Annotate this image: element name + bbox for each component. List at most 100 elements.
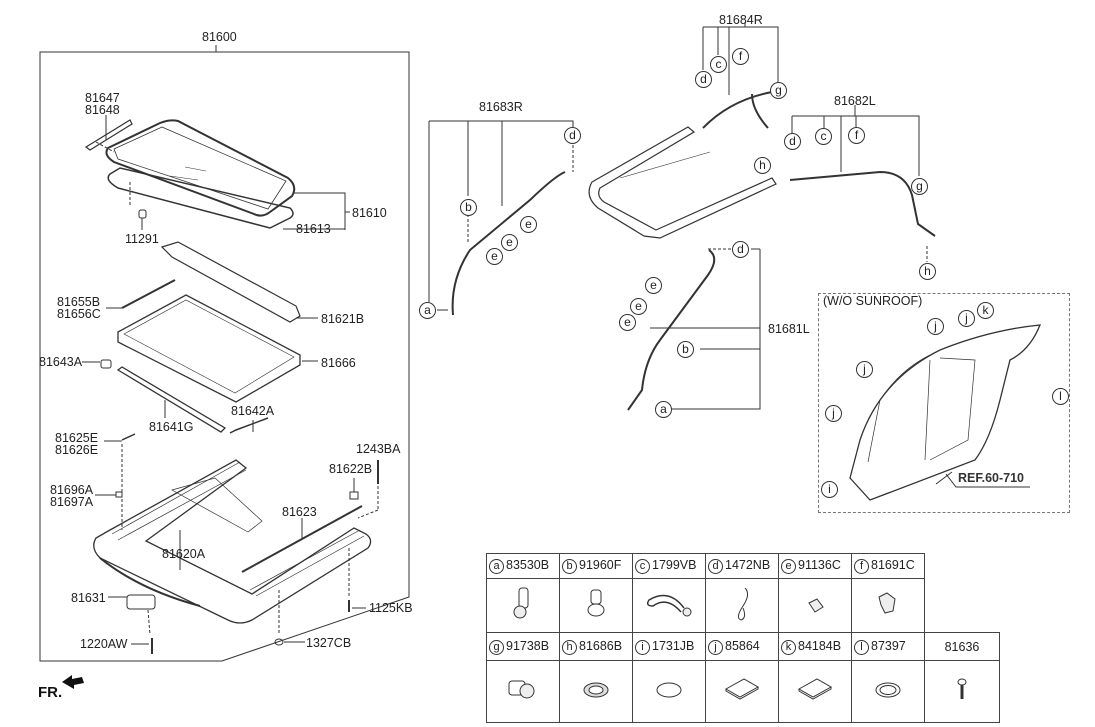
- part-number: 91960F: [579, 558, 622, 572]
- callout-d: d: [732, 241, 749, 258]
- callout-e: e: [645, 277, 662, 294]
- callout-key: d: [708, 559, 723, 574]
- label-81625E: 81625E: [55, 431, 99, 445]
- part-number: 91136C: [798, 558, 841, 572]
- front-label: FR.: [38, 684, 63, 701]
- callout-c: c: [815, 128, 832, 145]
- callout-key: i: [635, 639, 650, 655]
- sunshade-drawing: [117, 294, 301, 403]
- callout-g: g: [911, 178, 928, 195]
- callout-e: e: [619, 314, 636, 331]
- label-81622B: 81622B: [329, 462, 373, 476]
- label-81613: 81613: [296, 222, 331, 236]
- callout-d: d: [695, 71, 712, 88]
- callout-h: h: [919, 263, 936, 280]
- cable-tie-icon: [632, 578, 706, 633]
- callout-e: e: [520, 216, 537, 233]
- callout-d: d: [564, 127, 581, 144]
- callout-c: c: [710, 56, 727, 73]
- assembly-frame: [39, 51, 410, 662]
- callout-e: e: [501, 234, 518, 251]
- label-81642A: 81642A: [231, 404, 275, 418]
- callout-e: e: [630, 298, 647, 315]
- drain-hoses-drawing: [428, 22, 936, 411]
- label-81623: 81623: [282, 505, 317, 519]
- callout-key: l: [854, 639, 869, 655]
- callout-b: b: [460, 199, 477, 216]
- label-81621B: 81621B: [321, 312, 365, 326]
- part-number: 81636: [944, 639, 980, 654]
- front-rail-drawing: [160, 241, 301, 323]
- callout-key: g: [489, 639, 504, 655]
- callout-a: a: [419, 302, 436, 319]
- front-arrow-icon: [62, 675, 84, 689]
- bracket-clip-icon: [851, 578, 925, 633]
- grommet-ring-icon: [851, 660, 925, 723]
- callout-j: j: [958, 310, 975, 327]
- label-81655B: 81655B: [57, 295, 101, 309]
- sunroof-frame-drawing: [93, 459, 372, 624]
- without-sunroof-inset: [818, 293, 1070, 513]
- front-indicator: FR.: [38, 675, 84, 701]
- part-number: 87397: [871, 638, 906, 653]
- part-number: 81691C: [871, 558, 915, 572]
- part-number: 84184B: [798, 638, 842, 653]
- label-1243BA: 1243BA: [356, 442, 401, 456]
- callout-f: f: [732, 48, 749, 65]
- label-81643A: 81643A: [39, 355, 83, 369]
- label-81641G: 81641G: [149, 420, 194, 434]
- callout-key: k: [781, 639, 796, 655]
- screw-icon: [924, 660, 1000, 723]
- label-1220AW: 1220AW: [80, 637, 128, 651]
- part-number: 91738B: [506, 638, 550, 653]
- holder-clip-icon: [486, 660, 560, 723]
- callout-b: b: [677, 341, 694, 358]
- label-11291: 11291: [125, 232, 159, 246]
- body-side-drawing: [849, 324, 1042, 501]
- label-1125KB: 1125KB: [369, 601, 413, 615]
- callout-d: d: [784, 133, 801, 150]
- label-hose-81683R: 81683R: [479, 100, 523, 114]
- label-81697A: 81697A: [50, 495, 94, 509]
- elbow-connector-icon: [486, 578, 560, 633]
- part-number: 1472NB: [725, 558, 771, 572]
- callout-key: b: [562, 559, 577, 574]
- label-81696A: 81696A: [50, 483, 94, 497]
- label-hose-81681L: 81681L: [768, 322, 810, 336]
- callout-e: e: [486, 248, 503, 265]
- hose-clip-icon: [559, 578, 633, 633]
- grommet-icon: [559, 660, 633, 723]
- callout-key: j: [708, 639, 723, 655]
- callout-key: f: [854, 559, 869, 574]
- label-81626E: 81626E: [55, 443, 99, 457]
- retainer-clip-icon: [778, 578, 852, 633]
- callout-k: k: [977, 302, 994, 319]
- callout-key: e: [781, 559, 796, 574]
- reference-link[interactable]: REF.60-710: [958, 471, 1025, 485]
- label-1327CB: 1327CB: [306, 636, 352, 650]
- plug-icon: [632, 660, 706, 723]
- inset-title: (W/O SUNROOF): [823, 294, 923, 308]
- label-81648: 81648: [85, 103, 120, 117]
- label-81647: 81647: [85, 91, 120, 105]
- callout-j: j: [856, 361, 873, 378]
- label-assembly-81600: 81600: [202, 30, 237, 44]
- label-81666: 81666: [321, 356, 356, 370]
- label-81631: 81631: [71, 591, 106, 605]
- callout-key: a: [489, 559, 504, 574]
- callout-a: a: [655, 401, 672, 418]
- label-hose-81682L: 81682L: [834, 94, 876, 108]
- callout-f: f: [848, 127, 865, 144]
- callout-i: i: [821, 481, 838, 498]
